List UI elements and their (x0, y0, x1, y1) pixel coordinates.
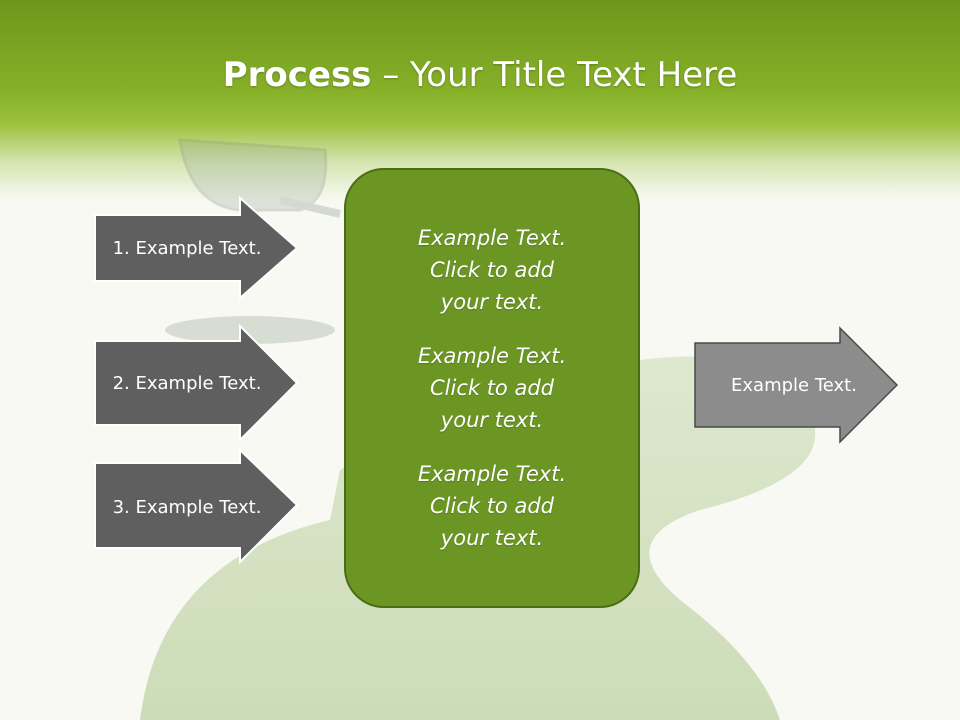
input-arrow-label: 1. Example Text. (112, 237, 262, 259)
output-arrow-label: Example Text. (731, 374, 857, 396)
title-rest: – Your Title Text Here (371, 55, 738, 95)
paragraph-line: Click to add (429, 258, 554, 282)
paragraph-line: your text. (440, 290, 544, 314)
input-arrow-2[interactable]: 2. Example Text. (94, 324, 300, 442)
title-banner (0, 0, 960, 200)
process-box[interactable]: Example Text. Click to add your text. Ex… (344, 168, 640, 608)
arrow-shape-icon (94, 448, 299, 565)
paragraph-line: Click to add (429, 376, 554, 400)
paragraph-line: Example Text. (417, 462, 567, 486)
output-arrow[interactable]: Example Text. (694, 326, 900, 444)
process-paragraph-3: Example Text. Click to add your text. (418, 458, 566, 554)
arrow-shape-icon (94, 196, 299, 300)
input-arrow-1[interactable]: 1. Example Text. (94, 196, 300, 300)
input-arrow-label: 3. Example Text. (112, 496, 262, 518)
paragraph-line: Example Text. (417, 226, 567, 250)
input-arrow-3[interactable]: 3. Example Text. (94, 448, 300, 566)
arrow-shape-icon (94, 324, 299, 442)
process-paragraph-2: Example Text. Click to add your text. (418, 340, 566, 436)
arrow-shape-icon (694, 326, 899, 444)
page-title: Process – Your Title Text Here (0, 52, 960, 98)
paragraph-line: Example Text. (417, 344, 567, 368)
input-arrow-label: 2. Example Text. (112, 372, 262, 394)
paragraph-line: your text. (440, 526, 544, 550)
paragraph-line: your text. (440, 408, 544, 432)
paragraph-line: Click to add (429, 494, 554, 518)
process-paragraph-1: Example Text. Click to add your text. (418, 222, 566, 318)
title-bold: Process (222, 55, 372, 95)
